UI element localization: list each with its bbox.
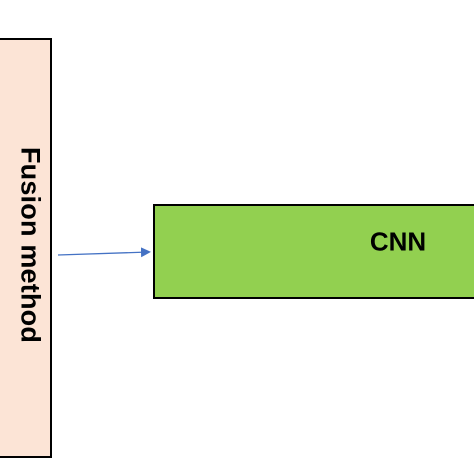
arrow-line [57, 247, 151, 258]
cnn-label: CNN [369, 226, 427, 257]
fusion-method-box [0, 38, 52, 458]
cnn-box [153, 204, 474, 299]
fusion-method-label: Fusion method [15, 146, 46, 344]
